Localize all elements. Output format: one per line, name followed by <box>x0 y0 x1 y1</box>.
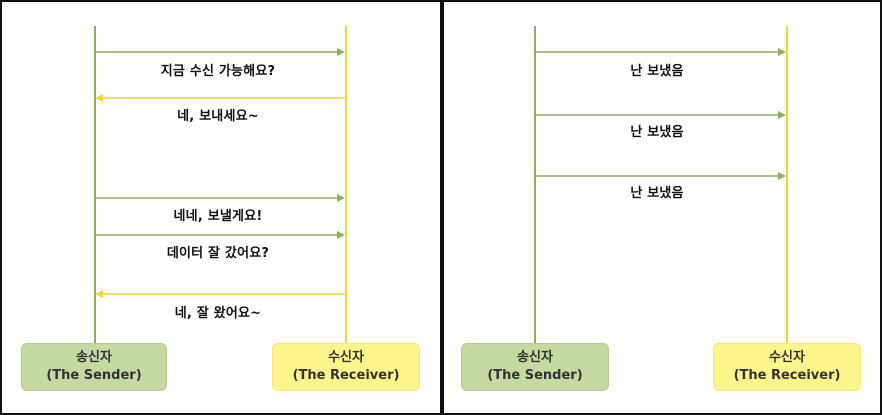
left-sender-name: 송신자 <box>76 350 112 365</box>
right-arrowhead-1 <box>778 111 786 119</box>
arrowhead-3 <box>337 231 345 239</box>
left-sender-lifeline <box>94 26 96 344</box>
left-message-0: 지금 수신 가능해요? <box>160 64 276 79</box>
arrowhead-0 <box>337 48 345 56</box>
right-message-1: 난 보냈음 <box>630 125 684 140</box>
left-message-3: 데이터 잘 갔어요? <box>166 246 270 261</box>
right-arrowhead-0 <box>778 48 786 56</box>
left-message-4: 네, 잘 왔어요~ <box>174 306 262 321</box>
left-sender-box: 송신자 (The Sender) <box>21 343 167 391</box>
right-receiver-lifeline <box>786 26 788 344</box>
right-receiver-name: 수신자 <box>769 350 805 365</box>
left-receiver-box: 수신자 (The Receiver) <box>272 343 420 391</box>
left-receiver-name: 수신자 <box>328 350 364 365</box>
right-sender-box: 송신자 (The Sender) <box>461 343 609 391</box>
arrowhead-2 <box>337 194 345 202</box>
right-message-0: 난 보냈음 <box>630 64 684 79</box>
left-message-1: 네, 보내세요~ <box>177 109 259 124</box>
left-arrows <box>95 48 345 298</box>
right-sender-lifeline <box>534 26 536 344</box>
right-receiver-box: 수신자 (The Receiver) <box>713 343 861 391</box>
right-receiver-sub: (The Receiver) <box>733 368 841 383</box>
right-arrowhead-2 <box>778 172 786 180</box>
left-receiver-lifeline <box>345 26 347 344</box>
left-panel <box>0 0 442 415</box>
arrowhead-4 <box>95 290 103 298</box>
right-sender-name: 송신자 <box>517 350 553 365</box>
left-message-2: 네네, 보낼게요! <box>173 209 263 224</box>
left-receiver-sub: (The Receiver) <box>292 368 400 383</box>
right-sender-sub: (The Sender) <box>487 368 583 383</box>
right-panel <box>442 0 882 415</box>
right-message-2: 난 보냈음 <box>630 186 684 201</box>
arrowhead-1 <box>95 94 103 102</box>
left-sender-sub: (The Sender) <box>46 368 142 383</box>
